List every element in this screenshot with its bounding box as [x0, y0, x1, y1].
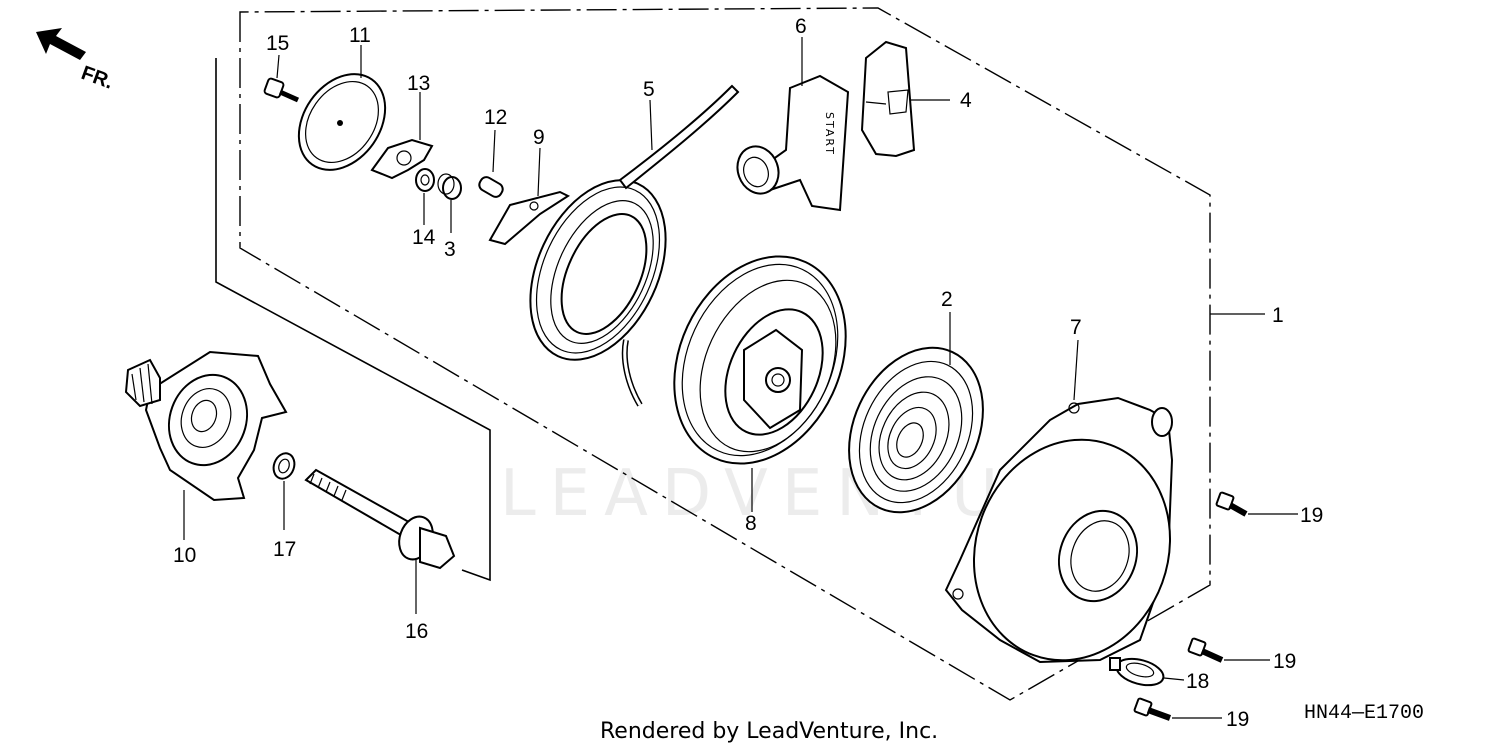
callout-12: 12: [484, 106, 507, 129]
part-11-plate: [297, 73, 387, 171]
part-8-reel: [673, 255, 847, 465]
callout-15: 15: [266, 32, 289, 55]
part-17-washer: [272, 452, 296, 480]
part-14-bushing: [415, 168, 435, 192]
callout-19-lower: 19: [1226, 708, 1249, 731]
callout-19-middle: 19: [1273, 650, 1296, 673]
callout-8: 8: [745, 512, 757, 535]
part-5-starter-rope: [529, 84, 740, 407]
credit-text: Rendered by LeadVenture, Inc.: [600, 719, 938, 744]
callout-18: 18: [1186, 670, 1209, 693]
front-direction-label: FR.: [78, 62, 116, 94]
callout-11: 11: [349, 24, 371, 47]
part-19-bolt-lower: [1133, 697, 1172, 721]
assembly-outline: [239, 7, 1211, 701]
callout-2: 2: [941, 288, 953, 311]
callout-6: 6: [795, 15, 807, 38]
leader-9: [537, 147, 541, 197]
part-13-ratchet: [370, 138, 434, 180]
part-6-starter-handle: START: [736, 74, 850, 212]
diagram-code: HN44—E1700: [1304, 702, 1424, 725]
front-direction-arrow-icon: [36, 28, 86, 60]
part-2-recoil-spring: [848, 346, 984, 514]
leader-18: [1163, 677, 1185, 681]
leader-5: [649, 99, 653, 151]
part-19-bolt-middle: [1187, 637, 1224, 663]
part-12-pin: [478, 176, 504, 198]
part-10-starter-pulley: [124, 350, 288, 502]
callout-4: 4: [960, 89, 972, 112]
callout-3: 3: [444, 238, 456, 261]
leader-7: [1073, 339, 1079, 401]
callout-9: 9: [533, 126, 545, 149]
callout-7: 7: [1070, 316, 1082, 339]
part-16-flange-bolt: [304, 468, 456, 570]
callout-17: 17: [273, 538, 296, 561]
callout-13: 13: [407, 72, 430, 95]
part-3-spring: [437, 173, 462, 200]
callout-5: 5: [643, 78, 655, 101]
callout-19-upper: 19: [1300, 504, 1323, 527]
handle-start-text: START: [823, 112, 836, 156]
part-15-bolt: [263, 77, 300, 103]
leader-12: [492, 129, 496, 173]
callout-10: 10: [173, 544, 196, 567]
part-9-pawl: [488, 190, 571, 246]
callout-14: 14: [412, 226, 436, 249]
subassembly-outline: [215, 58, 491, 582]
part-18-clip: [1109, 657, 1165, 687]
callout-1: 1: [1272, 304, 1284, 327]
callout-16: 16: [405, 620, 428, 643]
part-7-recoil-case: [944, 396, 1174, 664]
part-4-grip-insert: [860, 40, 916, 158]
part-19-bolt-upper: [1215, 491, 1248, 517]
leader-15: [276, 54, 280, 79]
